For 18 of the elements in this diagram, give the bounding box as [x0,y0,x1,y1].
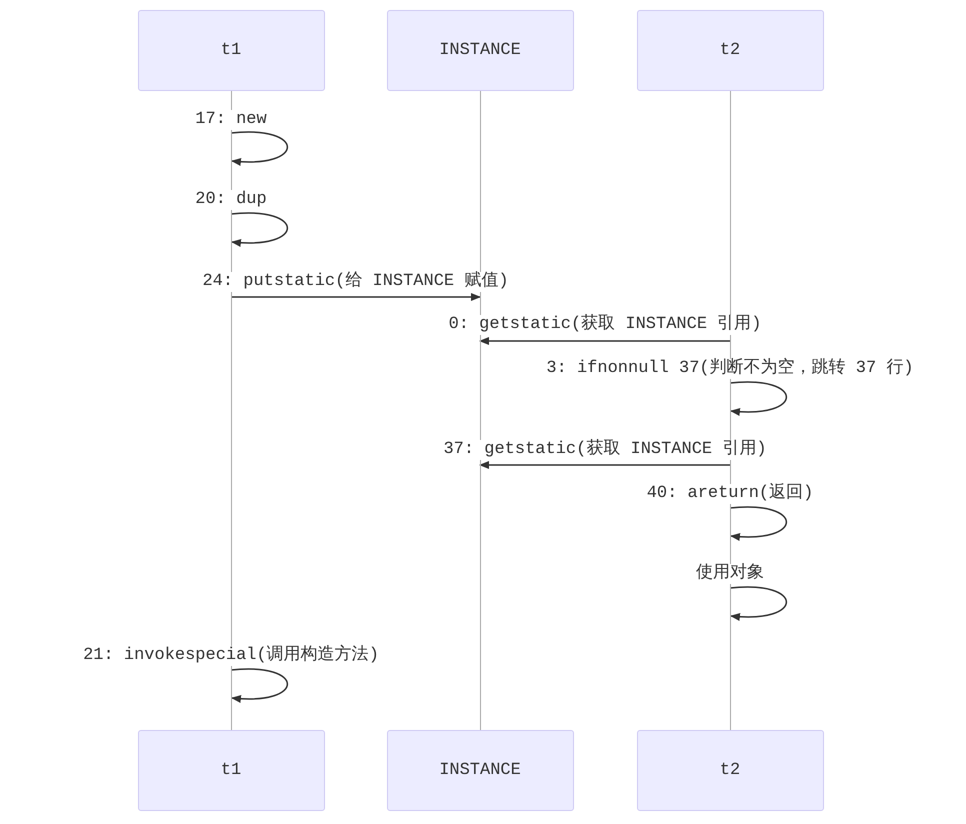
participant-box: t2 [636,10,824,91]
message-label: 17: new [194,110,268,130]
message-label: 20: dup [194,190,268,210]
message-label: 使用对象 [695,564,765,584]
self-message-arrow [230,668,288,702]
message-arrow [231,293,481,301]
self-message-arrow [230,131,288,166]
self-message-arrow [230,212,288,246]
participant-box: INSTANCE [386,10,574,91]
message-arrow [479,461,730,469]
self-message-arrow [730,506,787,540]
participant-box: t1 [138,10,324,91]
self-message-arrow [730,586,787,620]
participant-box: t2 [636,730,824,811]
message-arrow [479,337,730,345]
participant-box: INSTANCE [386,730,574,811]
self-message-arrow [730,381,787,416]
participant-box: t1 [138,730,324,811]
